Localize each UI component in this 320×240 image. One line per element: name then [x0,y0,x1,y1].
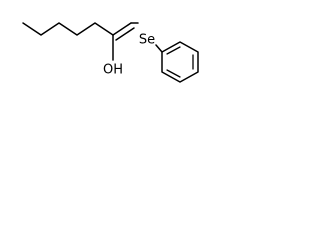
vinyl-double-bond-inner [115,27,135,41]
vinyl-double-bond-outer [112,22,132,36]
selenium-label: Se [139,33,155,48]
butyl-chain-bonds [22,22,114,36]
phenyl-double-bond-3 [166,69,181,78]
phenyl-double-bond-1 [166,46,181,55]
hydroxyl-label: OH [103,63,123,78]
phenyl-ring [161,41,199,83]
selenium-phenyl-bond [155,44,163,53]
chemical-structure: Se OH [22,22,199,83]
